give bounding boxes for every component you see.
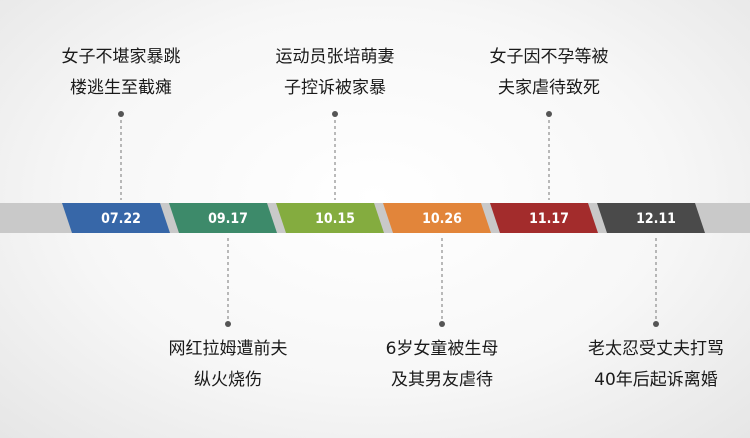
timeline-segment-07.22	[62, 203, 170, 233]
timeline-connector-dot	[225, 321, 231, 327]
event-label-line: 楼逃生至截瘫	[70, 78, 172, 98]
timeline-event-label: 运动员张培萌妻子控诉被家暴	[240, 42, 430, 104]
event-label-line: 及其男友虐待	[391, 370, 493, 390]
timeline-segment-12.11	[597, 203, 705, 233]
event-label-line: 女子因不孕等被	[489, 47, 609, 67]
event-label-line: 6岁女童被生母	[385, 339, 499, 359]
timeline-date-label: 07.22	[101, 211, 141, 227]
timeline-event-label: 网红拉姆遭前夫纵火烧伤	[133, 334, 323, 396]
timeline-connector-dot	[546, 111, 552, 117]
timeline-date-label: 09.17	[208, 211, 248, 227]
timeline-segment-09.17	[169, 203, 277, 233]
event-label-line: 老太忍受丈夫打骂	[588, 339, 724, 359]
event-label-line: 运动员张培萌妻	[275, 47, 395, 67]
event-label-line: 女子不堪家暴跳	[61, 47, 181, 67]
timeline-segment-11.17	[490, 203, 598, 233]
event-label-line: 网红拉姆遭前夫	[168, 339, 288, 359]
timeline-segments: 07.22 09.17 10.15 10.26 11.17 12.11	[62, 203, 705, 233]
timeline-date-label: 10.26	[422, 211, 462, 227]
timeline-connector-dot	[118, 111, 124, 117]
timeline-segment-10.26	[383, 203, 491, 233]
event-label-line: 子控诉被家暴	[284, 78, 386, 98]
timeline-segment-10.15	[276, 203, 384, 233]
timeline-connector-dot	[439, 321, 445, 327]
timeline-connectors	[118, 111, 659, 327]
timeline-event-label: 老太忍受丈夫打骂 40年后起诉离婚	[561, 334, 750, 396]
timeline-event-label: 6岁女童被生母及其男友虐待	[347, 334, 537, 396]
timeline-connector-dot	[332, 111, 338, 117]
timeline-date-label: 11.17	[529, 211, 569, 227]
timeline-date-label: 10.15	[315, 211, 355, 227]
timeline-event-label: 女子不堪家暴跳楼逃生至截瘫	[26, 42, 216, 104]
timeline-connector-dot	[653, 321, 659, 327]
timeline-date-label: 12.11	[636, 211, 676, 227]
event-label-line: 夫家虐待致死	[498, 78, 600, 98]
event-label-line: 40年后起诉离婚	[594, 370, 718, 390]
event-label-line: 纵火烧伤	[194, 370, 262, 390]
timeline-event-label: 女子因不孕等被夫家虐待致死	[454, 42, 644, 104]
